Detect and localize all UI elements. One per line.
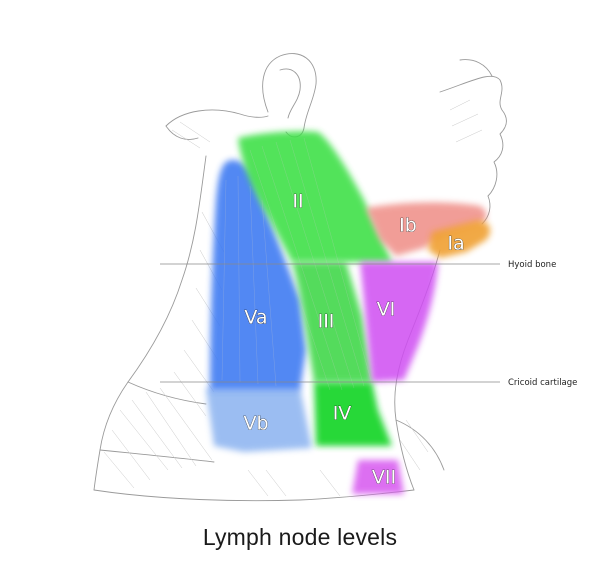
region-va (210, 160, 306, 390)
region-vb (206, 388, 312, 452)
region-ib (366, 202, 487, 256)
level-vii-label: VII (372, 467, 396, 489)
level-ib-label: Ib (399, 215, 417, 237)
level-ia-label: Ia (447, 233, 464, 255)
muscle-texture (221, 137, 373, 391)
lymph-regions (206, 131, 491, 494)
level-iii-label: III (318, 311, 335, 333)
level-iv-label: IV (333, 403, 352, 425)
region-vi (360, 262, 438, 382)
region-ia (428, 220, 491, 258)
level-va-label: Va (244, 307, 267, 329)
region-iii (292, 262, 372, 382)
region-vii (352, 460, 404, 494)
level-vb-label: Vb (243, 413, 268, 435)
diagram-caption: Lymph node levels (202, 524, 398, 550)
hyoid-bone-label: Hyoid bone (508, 260, 556, 270)
neck-sketch-outline (93, 53, 507, 502)
level-ii-label: II (292, 191, 303, 213)
region-iv (314, 382, 392, 446)
level-vi-label: VI (377, 299, 396, 321)
region-ii (238, 131, 392, 262)
cricoid-cartilage-label: Cricoid cartilage (508, 378, 577, 388)
